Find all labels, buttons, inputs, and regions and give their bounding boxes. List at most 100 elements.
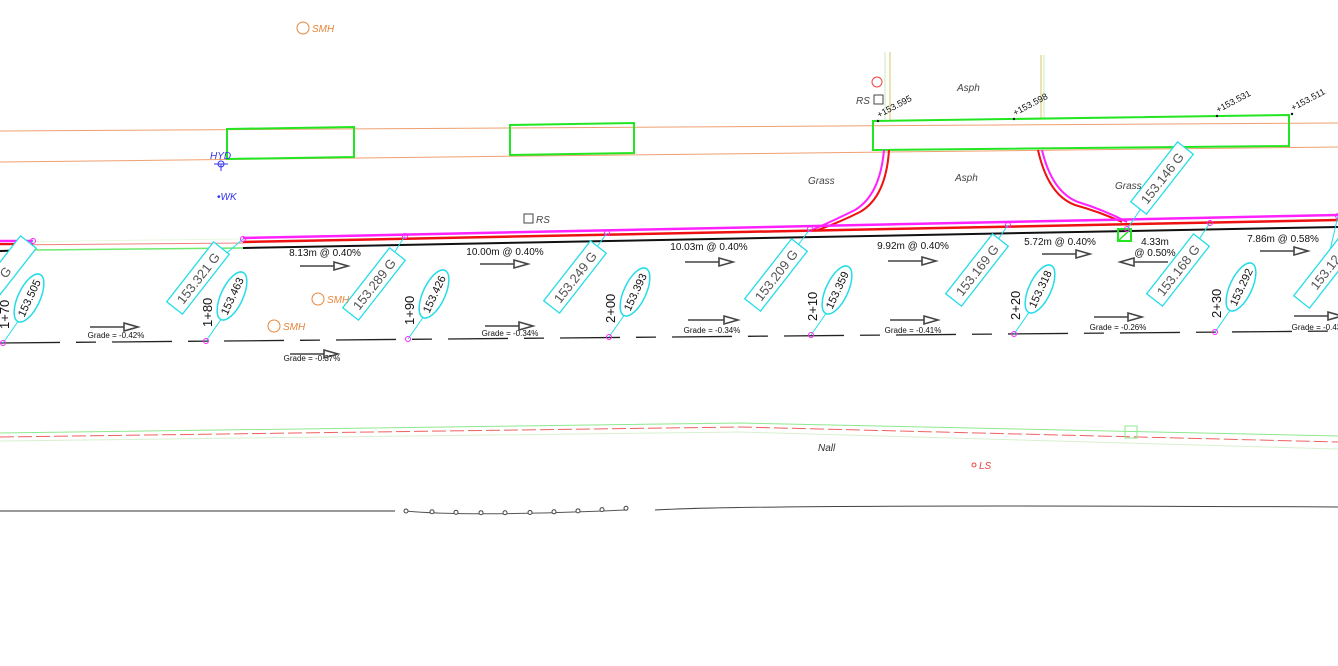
gutter-tag-box <box>165 240 231 316</box>
curb-red <box>242 218 1338 244</box>
gutter-point[interactable] <box>1335 213 1338 219</box>
spot-elevation-point <box>1215 114 1219 118</box>
gutter-point[interactable] <box>30 238 36 244</box>
profile-elevation-tag[interactable]: 153.318 <box>1019 261 1061 317</box>
profile-tag-ellipse <box>619 267 651 317</box>
asph-label: Asph <box>954 173 978 184</box>
flow-arrow-icon <box>890 314 941 326</box>
gutter-elevation-tag[interactable]: G <box>0 234 38 310</box>
ls-label: LS <box>979 461 992 472</box>
gutter-tag-label: 153.169 G <box>953 242 1002 299</box>
utility-pole-icon[interactable] <box>871 76 883 88</box>
slope-label: 4.33m <box>1141 237 1169 248</box>
fence-post <box>575 508 581 514</box>
gutter-elevation-tag[interactable]: 153.12 <box>1292 234 1338 310</box>
hydrant-icon-cross <box>214 163 228 171</box>
smh-label: SMH <box>283 322 306 333</box>
parking-pad-3[interactable] <box>872 113 1290 152</box>
slope-label: 7.86m @ 0.58% <box>1247 234 1319 245</box>
profile-tag-ellipse <box>1024 264 1056 314</box>
lower-edge-green <box>0 422 1338 437</box>
gutter-tag-box <box>0 234 38 310</box>
driveway-curb-left <box>811 149 885 231</box>
spot-elevation-point <box>1012 117 1016 121</box>
slope-label: @ 0.50% <box>1134 248 1175 259</box>
fence-post <box>478 510 484 516</box>
spot-elevation-point <box>1290 112 1294 116</box>
gutter-elevation-tag[interactable]: 153.249 G <box>542 239 608 315</box>
gutter-point[interactable] <box>240 236 246 242</box>
profile-point[interactable] <box>203 338 209 344</box>
fence-post <box>502 510 508 516</box>
gutter-tag-box <box>743 237 809 313</box>
profile-point[interactable] <box>0 340 6 346</box>
road-sign-icon[interactable] <box>873 94 884 105</box>
profile-elevation-tag[interactable]: 153.359 <box>816 262 858 318</box>
profile-elevation-tag[interactable]: 153.426 <box>413 266 455 322</box>
gutter-tag-label: 153.249 G <box>551 249 600 306</box>
flow-arrow-icon <box>685 256 736 268</box>
flow-arrow-icon <box>90 321 141 333</box>
spot-elevation-point <box>876 119 880 123</box>
fence-post <box>551 509 557 515</box>
gutter-tag-box <box>1145 232 1211 308</box>
profile-tag-ellipse <box>1225 262 1257 312</box>
station-label: 1+90 <box>402 296 417 325</box>
fence-line-right <box>654 505 1338 511</box>
flow-arrow-icon <box>1294 310 1338 322</box>
gutter-point[interactable] <box>1207 220 1213 226</box>
manhole-icon[interactable] <box>296 21 310 35</box>
gutter-point[interactable] <box>604 230 610 236</box>
gutter-point[interactable] <box>807 226 813 232</box>
gutter-tag-label: 153.289 G <box>350 256 399 313</box>
gutter-point[interactable] <box>402 233 408 239</box>
station-label: 1+70 <box>0 300 12 329</box>
road-sign-icon[interactable] <box>523 213 534 224</box>
rs-label: RS <box>536 215 550 226</box>
flow-arrow-icon <box>688 314 741 326</box>
profile-point[interactable] <box>1212 329 1218 335</box>
manhole-icon[interactable] <box>267 319 281 333</box>
flow-arrow-icon <box>1042 248 1093 260</box>
profile-tag-ellipse <box>418 269 450 319</box>
gutter-elevation-tag[interactable]: 153.209 G <box>743 237 809 313</box>
flow-arrow-icon <box>485 320 536 332</box>
profile-elevation-tag[interactable]: 153.505 <box>8 270 50 326</box>
gutter-elevation-tag[interactable]: 153.169 G <box>944 232 1010 308</box>
smh-label: SMH <box>327 295 350 306</box>
curb-pale <box>0 238 244 243</box>
road-edge-top <box>0 122 1338 132</box>
driveway-curb-right-m <box>1041 149 1128 223</box>
profile-elevation-tag[interactable]: 153.393 <box>614 264 656 320</box>
gutter-elevation-tag[interactable]: 153.146 G <box>1129 140 1195 216</box>
light-standard-icon[interactable] <box>971 462 977 468</box>
gutter-point[interactable] <box>1005 222 1011 228</box>
profile-tag-ellipse <box>216 271 248 321</box>
parking-pad-2[interactable] <box>509 121 635 157</box>
profile-point[interactable] <box>405 336 411 342</box>
gutter-point[interactable] <box>1124 226 1130 232</box>
fence-line-posts <box>404 509 626 515</box>
profile-point[interactable] <box>1011 331 1017 337</box>
profile-point[interactable] <box>606 334 612 340</box>
flow-arrow-icon <box>300 260 351 272</box>
gutter-tag-label: 153.209 G <box>752 247 801 304</box>
spot-elevation-label: +153.531 <box>1214 88 1252 115</box>
fence-post <box>453 509 459 515</box>
profile-elevation-tag[interactable]: 153.463 <box>211 268 253 324</box>
spot-elevation-label: +153.511 <box>1289 87 1326 113</box>
grade-label: Grade = -0.34% <box>482 329 539 338</box>
fence-post <box>599 507 605 513</box>
flow-arrow-icon <box>888 255 939 267</box>
parking-pad-1[interactable] <box>226 125 355 161</box>
profile-line <box>0 330 1338 344</box>
profile-point[interactable] <box>808 332 814 338</box>
fence-post <box>403 508 409 514</box>
gutter-tag-label: 153.146 G <box>1138 150 1187 207</box>
profile-elevation-tag[interactable]: 153.292 <box>1220 259 1262 315</box>
station-label: 1+80 <box>200 298 215 327</box>
manhole-icon[interactable] <box>311 292 325 306</box>
station-label: 2+30 <box>1209 289 1224 318</box>
slope-label: 10.00m @ 0.40% <box>466 247 544 258</box>
